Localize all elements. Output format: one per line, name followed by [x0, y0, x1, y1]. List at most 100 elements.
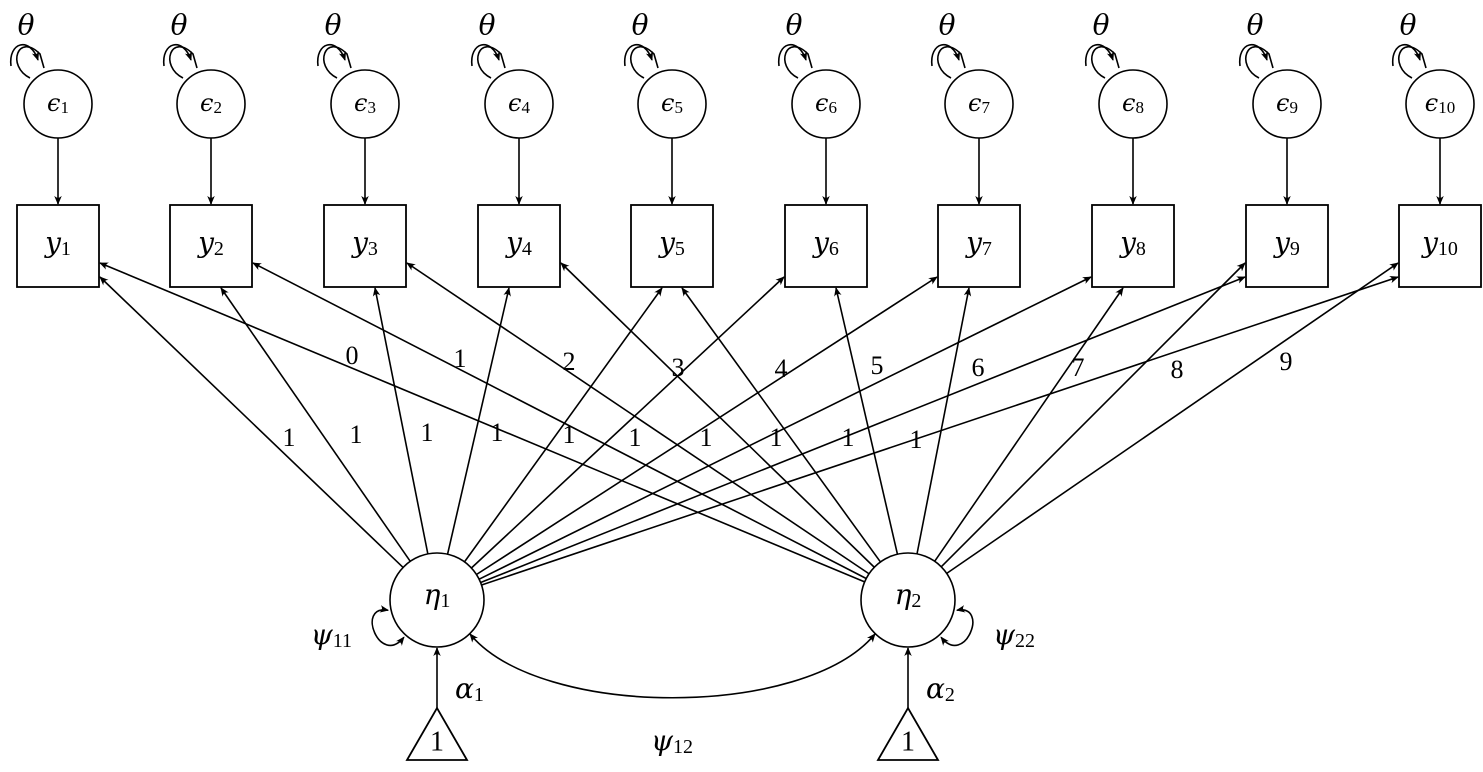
residual-variance-arrow-6 [778, 43, 808, 67]
latent-variance-loop-2 [940, 605, 974, 647]
residual-label-5-subscript: 5 [674, 98, 683, 117]
covariance-arrow [469, 633, 876, 699]
observed-node-7 [937, 204, 1021, 288]
observed-node-1 [16, 204, 100, 288]
residual-variance-loop-1 [16, 46, 45, 79]
observed-label-5: y5 [657, 226, 685, 260]
observed-label-9: y9 [1272, 226, 1300, 260]
theta-label-4: θ [479, 9, 496, 42]
theta-label-10: θ [1400, 9, 1417, 42]
residual-label-8-symbol: ϵ [1122, 89, 1135, 117]
theta-label-1: θ [18, 9, 35, 42]
observed-label-1: y1 [43, 226, 71, 260]
loading-label-eta2-y1: 0 [346, 341, 359, 370]
constant-label-2: 1 [901, 726, 915, 757]
observed-label-5-subscript: 5 [675, 238, 685, 260]
residual-label-10-subscript: 10 [1438, 98, 1455, 117]
observed-node-9 [1245, 204, 1329, 288]
loading-label-eta2-y9: 8 [1171, 355, 1184, 384]
loading-label-eta2-y2: 1 [454, 344, 467, 373]
residual-variance-loop-3 [323, 46, 352, 79]
residual-variance-arrow-7 [931, 43, 961, 67]
loading-arrow-eta2-y8 [934, 287, 1124, 562]
covariance-label-symbol: ψ [651, 724, 674, 757]
residual-variance-arrow-10 [1392, 43, 1422, 67]
residual-label-9: ϵ9 [1276, 89, 1298, 117]
latent-variance-label-1-symbol: ψ [311, 618, 334, 651]
latent-label-2-symbol: η [895, 578, 912, 611]
latent-label-2-subscript: 2 [911, 590, 921, 612]
observed-node-6 [784, 204, 868, 288]
residual-variance-arrow-2 [163, 43, 193, 67]
observed-node-5 [630, 204, 714, 288]
residual-label-10-symbol: ϵ [1425, 89, 1438, 117]
residual-label-9-subscript: 9 [1289, 98, 1298, 117]
residual-label-3-subscript: 3 [367, 98, 376, 117]
residual-label-4-subscript: 4 [521, 98, 530, 117]
loading-arrow-eta1-y1 [99, 276, 404, 569]
constant-node-2 [876, 706, 940, 761]
residual-label-7-symbol: ϵ [968, 89, 981, 117]
residual-label-5-symbol: ϵ [661, 89, 674, 117]
residual-variance-loop-7 [937, 46, 966, 79]
residual-label-2-subscript: 2 [213, 98, 222, 117]
loading-label-eta2-y7: 6 [972, 353, 985, 382]
observed-label-10: y10 [1420, 226, 1458, 260]
loading-arrow-eta2-y3 [406, 262, 870, 575]
loading-label-eta2-y5: 4 [775, 354, 788, 383]
residual-label-1-subscript: 1 [60, 98, 69, 117]
loading-arrow-eta2-y9 [940, 262, 1246, 568]
residual-label-6-symbol: ϵ [815, 89, 828, 117]
observed-node-3 [323, 204, 407, 288]
observed-node-4 [477, 204, 561, 288]
latent-variance-label-2-symbol: ψ [993, 618, 1016, 651]
loading-arrow-eta1-y6 [470, 276, 785, 569]
loading-arrow-eta1-y5 [463, 287, 663, 563]
residual-node-5 [637, 69, 707, 139]
theta-label-7: θ [939, 9, 956, 42]
latent-node-1 [389, 552, 485, 648]
residual-label-10: ϵ10 [1425, 89, 1455, 117]
residual-label-5: ϵ5 [661, 89, 683, 117]
mean-label-2-subscript: 2 [945, 684, 955, 706]
observed-node-8 [1091, 204, 1175, 288]
loading-label-eta2-y6: 5 [871, 351, 884, 380]
residual-label-6: ϵ6 [815, 89, 837, 117]
mean-label-1-symbol: α [455, 672, 474, 705]
residual-variance-loop-8 [1091, 46, 1120, 79]
edges-layer [10, 43, 1444, 708]
loading-label-eta2-y4: 3 [672, 353, 685, 382]
observed-label-1-subscript: 1 [61, 238, 71, 260]
observed-label-10-symbol: y [1420, 226, 1439, 259]
observed-label-1-symbol: y [43, 226, 62, 259]
loading-label-eta1-y7: 1 [700, 423, 713, 452]
loading-arrow-eta1-y2 [220, 287, 411, 562]
observed-label-2: y2 [196, 226, 224, 260]
residual-node-10 [1405, 69, 1475, 139]
loading-arrow-eta2-y2 [252, 262, 867, 580]
theta-label-2: θ [171, 9, 188, 42]
observed-label-3-symbol: y [350, 226, 369, 259]
latent-variance-label-1-subscript: 11 [333, 630, 352, 652]
observed-label-3: y3 [350, 226, 378, 260]
residual-label-2-symbol: ϵ [200, 89, 213, 117]
residual-node-2 [176, 69, 246, 139]
loading-label-eta1-y6: 1 [629, 423, 642, 452]
mean-label-2-symbol: α [926, 672, 945, 705]
nodes-layer [16, 69, 1482, 761]
loading-arrow-eta1-y3 [372, 287, 429, 555]
theta-label-8: θ [1093, 9, 1110, 42]
latent-variance-label-2: ψ22 [993, 618, 1035, 652]
constant-node-1 [405, 706, 469, 761]
covariance-label: ψ12 [651, 724, 693, 758]
residual-label-2: ϵ2 [200, 89, 222, 117]
loading-label-eta1-y3: 1 [421, 418, 434, 447]
observed-label-5-symbol: y [657, 226, 676, 259]
latent-label-1: η1 [424, 578, 451, 612]
mean-label-1: α1 [455, 672, 484, 706]
observed-node-10 [1398, 204, 1482, 288]
residual-label-4-symbol: ϵ [508, 89, 521, 117]
observed-label-8: y8 [1118, 226, 1146, 260]
